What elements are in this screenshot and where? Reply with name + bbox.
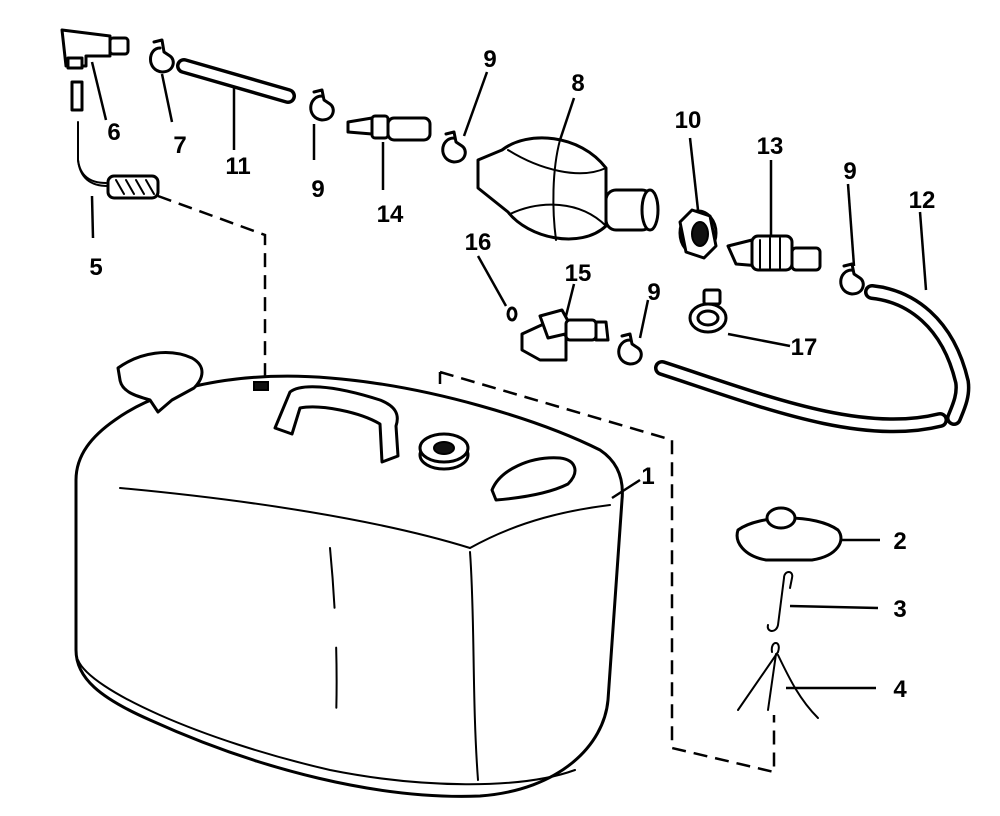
gauge-spring [737, 642, 819, 719]
callout-9-a: 9 [483, 46, 496, 73]
callout-8: 8 [571, 70, 584, 97]
hose-clamp-9-d [617, 332, 643, 366]
callout-5: 5 [89, 254, 102, 281]
callout-4: 4 [893, 676, 907, 703]
callout-9-c: 9 [843, 158, 856, 185]
callout-9-b: 9 [311, 176, 324, 203]
callout-1: 1 [641, 463, 654, 490]
filler-cap [735, 506, 843, 562]
fuel-hose-12 [654, 284, 971, 434]
callout-3: 3 [893, 596, 906, 623]
callout-15: 15 [565, 260, 592, 287]
install-line-pickup [157, 194, 267, 380]
fuel-tank [74, 351, 624, 798]
callout-6: 6 [107, 119, 120, 146]
install-line-cap [438, 370, 776, 774]
cap-retainer-hook [766, 571, 794, 632]
o-ring-washer [506, 306, 518, 322]
hose-clamp-7 [149, 38, 175, 74]
engine-connector [726, 234, 822, 272]
callout-13: 13 [757, 133, 784, 160]
hose-clamp-9-a [309, 88, 335, 122]
worm-gear-clamp [688, 288, 728, 334]
leader-lines [90, 61, 928, 690]
callout-2: 2 [893, 528, 906, 555]
callout-17: 17 [791, 334, 818, 361]
connector-fitting [346, 114, 432, 142]
callout-10: 10 [675, 107, 702, 134]
callout-14: 14 [377, 201, 404, 228]
tank-fitting [520, 308, 610, 362]
coupling-nut [678, 208, 718, 260]
callout-labels: 1 2 3 4 5 6 7 8 9 9 9 9 9 10 11 12 13 14… [89, 46, 935, 703]
hose-clamp-9-b [441, 130, 467, 164]
fuel-pickup-tube [70, 80, 160, 200]
callout-11: 11 [225, 153, 250, 180]
hose-clamp-9-c [839, 262, 865, 296]
callout-9-d: 9 [647, 279, 660, 306]
callout-16: 16 [465, 229, 492, 256]
callout-7: 7 [173, 132, 186, 159]
fuel-hose-11 [176, 58, 296, 104]
elbow-fitting [60, 28, 130, 70]
callout-12: 12 [909, 187, 936, 214]
primer-bulb [476, 136, 660, 241]
